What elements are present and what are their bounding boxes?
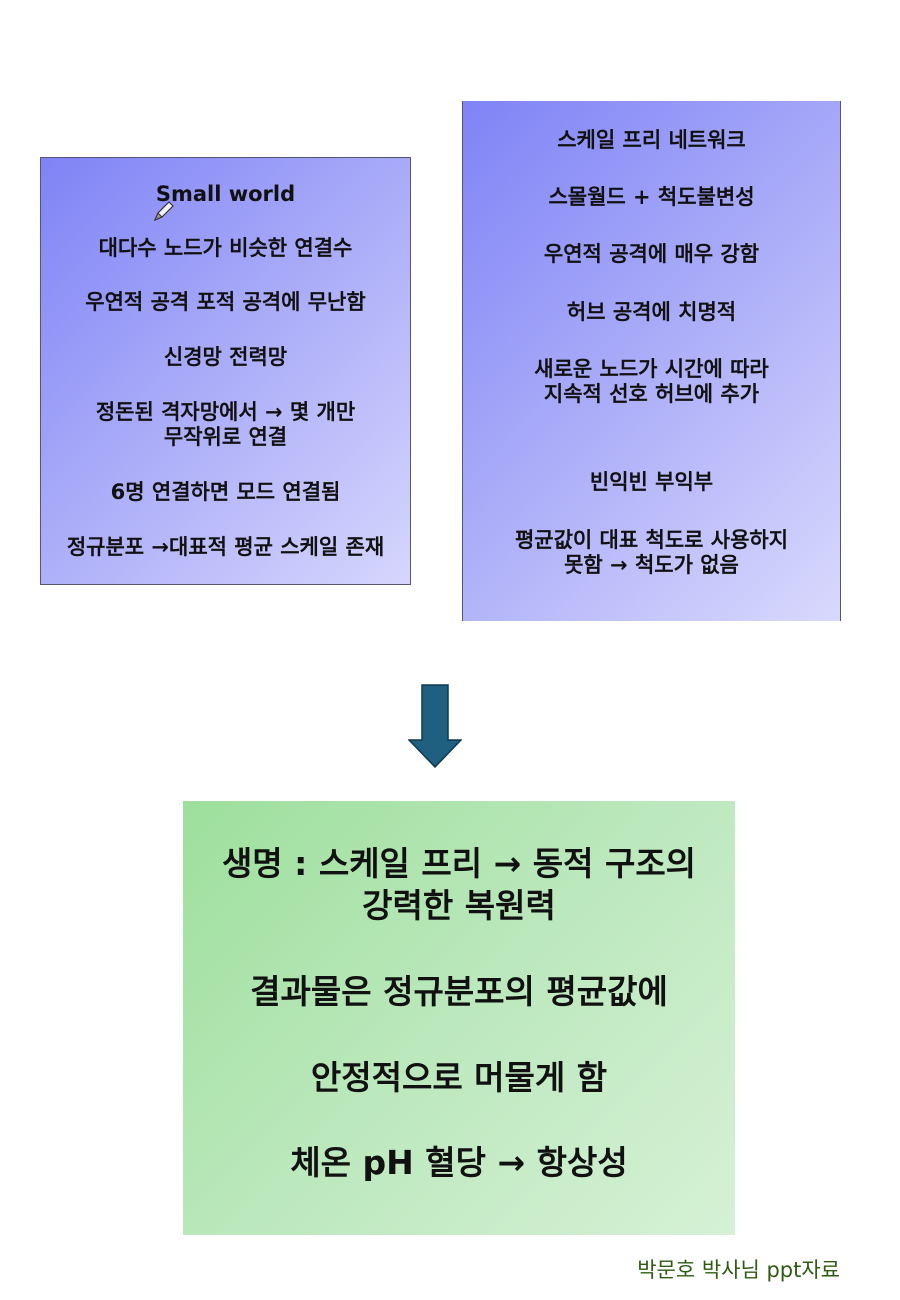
card-line: 빈익빈 부익부 [589, 470, 714, 494]
card-line: 정규분포 →대표적 평균 스케일 존재 [66, 535, 385, 559]
scale-free-card: 스케일 프리 네트워크 스몰월드 + 척도불변성 우연적 공격에 매우 강함 허… [462, 101, 841, 621]
card-line: 스몰월드 + 척도불변성 [548, 185, 755, 209]
pen-cursor-icon [153, 201, 174, 222]
card-line: 새로운 노드가 시간에 따라 지속적 선호 허브에 추가 [534, 357, 769, 406]
conclusion-card: 생명 : 스케일 프리 → 동적 구조의 강력한 복원력 결과물은 정규분포의 … [183, 801, 735, 1235]
card-heading: 스케일 프리 네트워크 [557, 128, 746, 152]
card-heading: Small world [155, 182, 296, 206]
small-world-card: Small world 대다수 노드가 비슷한 연결수 우연적 공격 포적 공격… [40, 157, 411, 585]
card-line: 평균값이 대표 척도로 사용하지 못함 → 척도가 없음 [514, 528, 789, 577]
down-arrow-icon [408, 684, 462, 768]
card-line: 우연적 공격 포적 공격에 무난함 [85, 290, 366, 314]
source-credit: 박문호 박사님 ppt자료 [637, 1258, 840, 1282]
conclusion-line: 체온 pH 혈당 → 항상성 [290, 1143, 628, 1182]
conclusion-line: 안정적으로 머물게 함 [310, 1058, 608, 1097]
card-line: 우연적 공격에 매우 강함 [543, 242, 760, 266]
card-line: 대다수 노드가 비슷한 연결수 [98, 236, 353, 260]
card-line: 신경망 전력망 [163, 345, 288, 369]
conclusion-line: 결과물은 정규분포의 평균값에 [250, 972, 668, 1011]
card-line: 정돈된 격자망에서 → 몇 개만 무작위로 연결 [95, 400, 356, 449]
card-line: 6명 연결하면 모드 연결됨 [110, 480, 341, 504]
card-line: 허브 공격에 치명적 [566, 300, 737, 324]
conclusion-line: 생명 : 스케일 프리 → 동적 구조의 강력한 복원력 [221, 844, 697, 925]
